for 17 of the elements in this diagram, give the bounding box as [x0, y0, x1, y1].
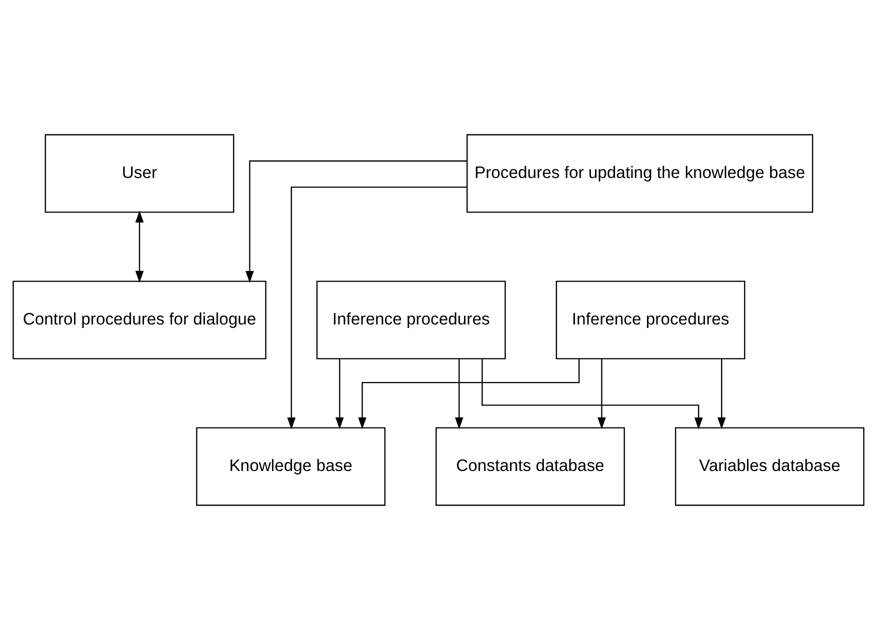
node-box: Procedures for updating the knowledge base	[466, 134, 814, 212]
arrow	[135, 210, 144, 282]
arrow	[717, 358, 726, 429]
node-box: Variables database	[674, 426, 864, 506]
arrow	[598, 358, 606, 429]
node-box: Knowledge base	[196, 426, 386, 506]
arrow	[335, 358, 344, 429]
arrow	[482, 358, 703, 429]
arrow	[246, 160, 467, 282]
arrow	[287, 186, 467, 429]
node-box: Inference procedures	[556, 280, 746, 359]
node-box: Control procedures for dialogue	[12, 280, 266, 359]
node-box: Inference procedures	[316, 280, 506, 359]
node-box: Constants database	[436, 426, 625, 506]
arrow	[358, 358, 580, 429]
arrow	[454, 358, 464, 429]
node-box: User	[44, 134, 234, 212]
